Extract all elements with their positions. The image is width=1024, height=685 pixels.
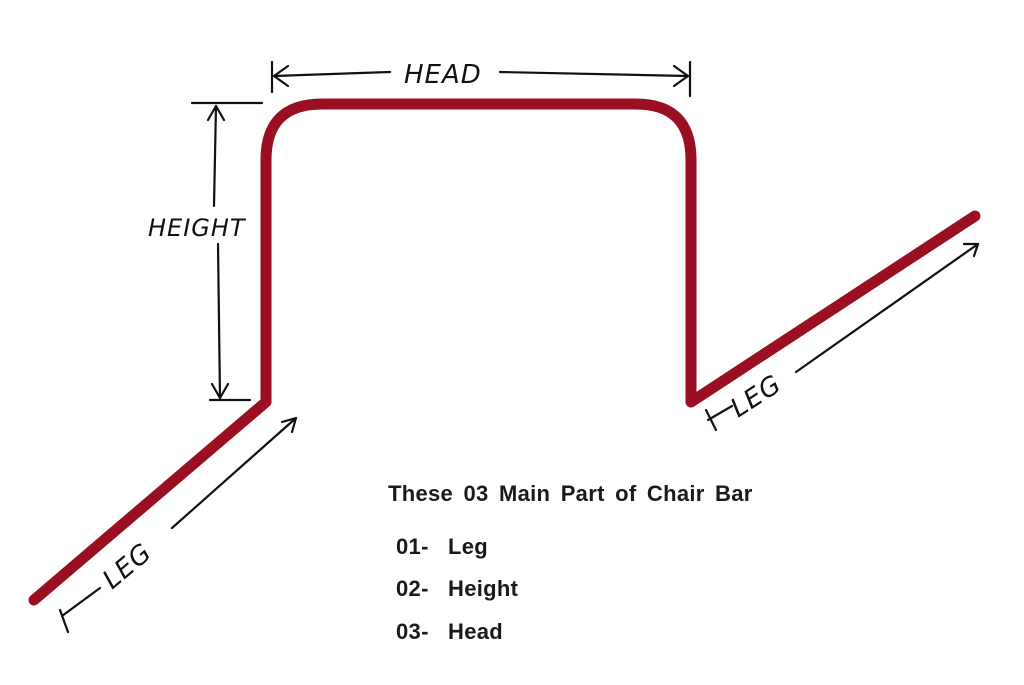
left-leg-label: LEG <box>97 538 158 596</box>
chair-bar-shape <box>28 98 981 606</box>
left-leg-dimension <box>58 416 298 634</box>
right-leg-dimension <box>704 242 980 432</box>
head-dimension <box>270 60 692 98</box>
item-number: 01- <box>396 534 429 559</box>
item-number: 02- <box>396 576 429 601</box>
item-label: Leg <box>448 534 489 559</box>
caption-item-leg: 01- Leg <box>396 534 488 560</box>
caption-item-head: 03- Head <box>396 619 503 645</box>
head-label: HEAD <box>404 60 482 90</box>
item-label: Head <box>448 619 503 644</box>
height-dimension <box>190 101 264 402</box>
item-label: Height <box>448 576 519 601</box>
item-number: 03- <box>396 619 429 644</box>
caption-title: These 03 Main Part of Chair Bar <box>388 481 753 506</box>
height-label: HEIGHT <box>148 214 247 242</box>
caption-item-height: 02- Height <box>396 576 518 602</box>
